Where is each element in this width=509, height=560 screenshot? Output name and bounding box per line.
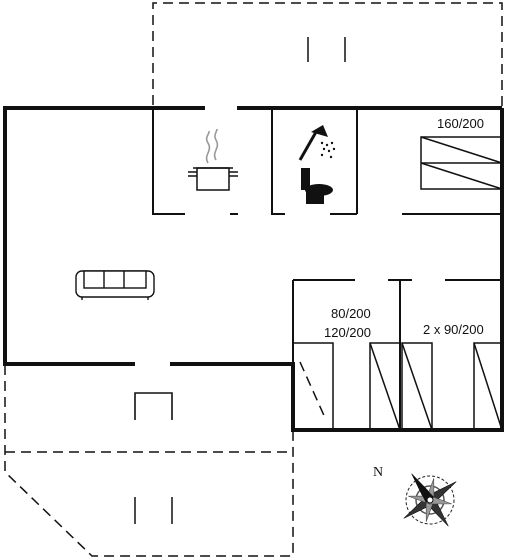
- steam-icon: [205, 128, 219, 164]
- interior-walls: [152, 108, 502, 430]
- fireplace-icon: [134, 392, 173, 420]
- double-bed-icon: [420, 136, 503, 190]
- single-bed-icon: [369, 342, 401, 431]
- sofa-icon: [75, 270, 155, 300]
- extendable-bed-icon: [293, 342, 334, 430]
- single-bed-icon: [473, 342, 503, 431]
- bed-size-label-room3: 2 x 90/200: [423, 322, 484, 337]
- single-bed-icon: [401, 342, 433, 431]
- terrace-door-marks-bottom: [134, 497, 173, 524]
- terrace-top: [152, 2, 503, 110]
- toilet-icon: [301, 168, 333, 204]
- shower-icon: [298, 125, 336, 161]
- bed-size-label-room2-a: 80/200: [331, 306, 371, 321]
- bed-size-label-room2-b: 120/200: [324, 325, 371, 340]
- outer-walls: [3, 106, 504, 432]
- bed-size-label-master: 160/200: [437, 116, 484, 131]
- cooking-pot-icon: [188, 167, 238, 191]
- compass-rose-icon: [403, 473, 457, 527]
- terrace-bottom: [4, 365, 294, 557]
- terrace-door-marks-top: [307, 37, 346, 62]
- compass-north-label: N: [373, 465, 383, 480]
